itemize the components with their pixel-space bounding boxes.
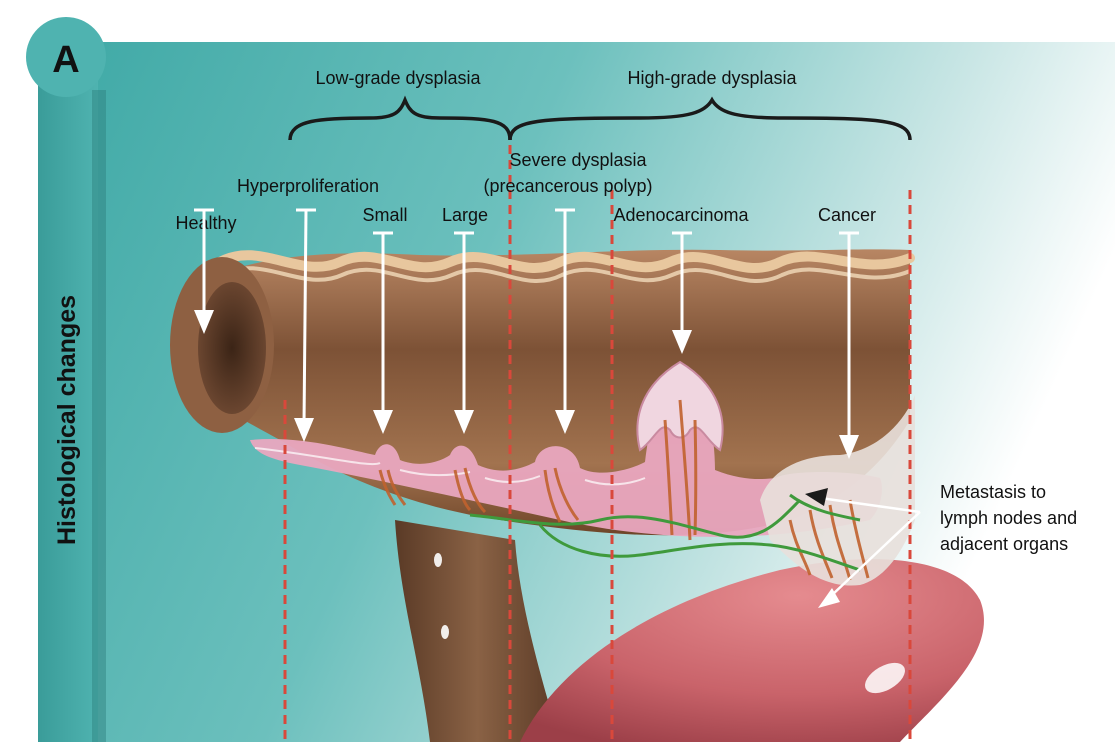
stage-label-severe-1: Severe dysplasia (509, 150, 647, 170)
stage-label-adenocarcinoma: Adenocarcinoma (613, 205, 749, 225)
low-grade-label: Low-grade dysplasia (315, 68, 481, 88)
side-title: Histological changes (53, 295, 81, 545)
stage-label-severe-2: (precancerous polyp) (483, 176, 652, 196)
metastasis-label-2: lymph nodes and (940, 508, 1077, 528)
stage-label-healthy: Healthy (175, 213, 236, 233)
stage-label-small: Small (362, 205, 407, 225)
metastasis-label-1: Metastasis to (940, 482, 1046, 502)
stage-label-hyperproliferation: Hyperproliferation (237, 176, 379, 196)
high-grade-label: High-grade dysplasia (627, 68, 797, 88)
panel-label-badge: A (26, 17, 106, 97)
stage-label-large: Large (442, 205, 488, 225)
metastasis-label-3: adjacent organs (940, 534, 1068, 554)
panel-label: A (52, 39, 79, 81)
stage-label-cancer: Cancer (818, 205, 876, 225)
